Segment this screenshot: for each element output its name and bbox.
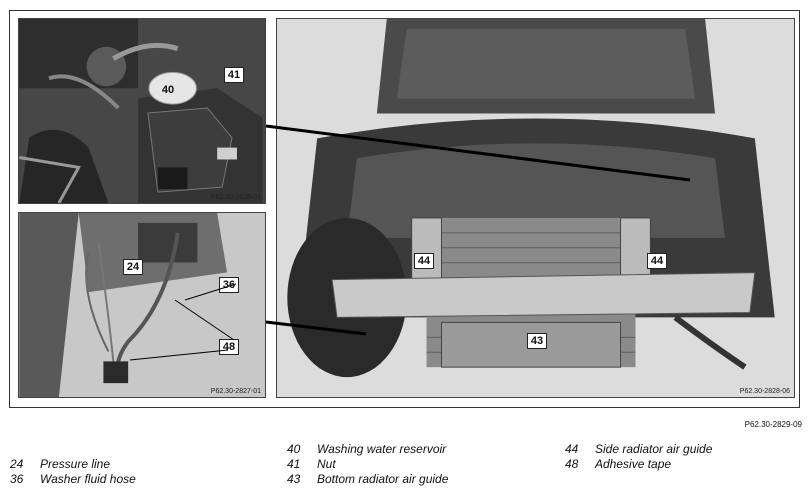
panel-ref-bottom-left: P62.30-2827-01 [210,388,261,395]
legend-label: Adhesive tape [595,457,672,471]
panel-ref-top-left: P62.30-2828-01 [210,194,261,201]
legend-item: 43 Bottom radiator air guide [287,472,448,486]
legend-item: 44 Side radiator air guide [565,442,712,456]
callout-44-left: 44 [414,253,434,269]
legend-label: Bottom radiator air guide [317,472,449,486]
legend-num: 43 [287,472,301,486]
legend-num: 40 [287,442,301,456]
callout-41: 41 [224,67,244,83]
callout-24: 24 [123,259,143,275]
legend-num: 41 [287,457,301,471]
reservoir-photo-illustration [19,19,265,203]
legend-num: 44 [565,442,579,456]
panel-vehicle-front-photo: 44 44 43 P62.30-2828-06 [276,18,795,398]
legend-item: 24 Pressure line [10,457,110,471]
hose-photo-illustration [19,213,265,397]
legend-num: 36 [10,472,24,486]
panel-reservoir-photo: 40 41 P62.30-2828-01 [18,18,266,204]
callout-40: 40 [161,84,175,96]
legend-label: Pressure line [40,457,111,471]
legend-label: Side radiator air guide [595,442,713,456]
callout-44-right: 44 [647,253,667,269]
legend-item: 41 Nut [287,457,336,471]
callout-36: 36 [219,277,239,293]
legend-item: 36 Washer fluid hose [10,472,136,486]
legend-item: 48 Adhesive tape [565,457,671,471]
figure-reference: P62.30-2829-09 [744,420,802,429]
legend-num: 24 [10,457,24,471]
legend-label: Washer fluid hose [40,472,136,486]
legend-label: Washing water reservoir [317,442,447,456]
callout-48: 48 [219,339,239,355]
panel-ref-main: P62.30-2828-06 [739,388,790,395]
panel-hose-photo: 24 36 48 P62.30-2827-01 [18,212,266,398]
legend-label: Nut [317,457,336,471]
callout-43: 43 [527,333,547,349]
legend-item: 40 Washing water reservoir [287,442,446,456]
legend-num: 48 [565,457,579,471]
